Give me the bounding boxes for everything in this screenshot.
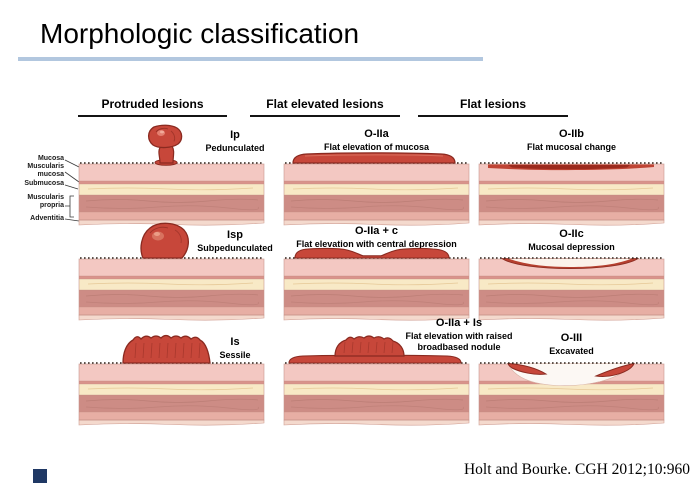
- lesion-diagram-flat-elevation: [283, 152, 470, 226]
- page-title: Morphologic classification: [40, 18, 360, 49]
- lesion-diagram-sessile: [78, 334, 265, 426]
- lesion-diagram-central-depression: [283, 247, 470, 321]
- column-header-protruded: Protruded lesions: [78, 97, 227, 117]
- footer-accent-square: [33, 469, 47, 483]
- layer-label-submucosa: Submucosa: [24, 180, 64, 187]
- layer-label-mucosa: Mucosa: [37, 155, 64, 162]
- title-underline-bar: [18, 57, 483, 61]
- layer-label-adventitia: Adventitia: [30, 215, 64, 222]
- lesion-diagram-pedunculated: [78, 124, 265, 226]
- citation: Holt and Bourke. CGH 2012;10:960: [463, 461, 690, 478]
- lesion-diagram-flat-change: [478, 162, 665, 226]
- layer-label-muscularis-mucosa: Muscularis mucosa: [27, 163, 64, 179]
- lesion-diagram-mucosal-depression: [478, 257, 665, 321]
- lesion-diagram-excavated: [478, 362, 665, 426]
- lesion-diagram-subpedunculated: [78, 222, 265, 321]
- lesion-diagram-elevation-nodule: [283, 335, 470, 426]
- layer-label-muscularis-propria: Muscularis propria: [27, 194, 64, 210]
- column-header-flat: Flat lesions: [418, 97, 568, 117]
- column-header-flat-elevated: Flat elevated lesions: [250, 97, 400, 117]
